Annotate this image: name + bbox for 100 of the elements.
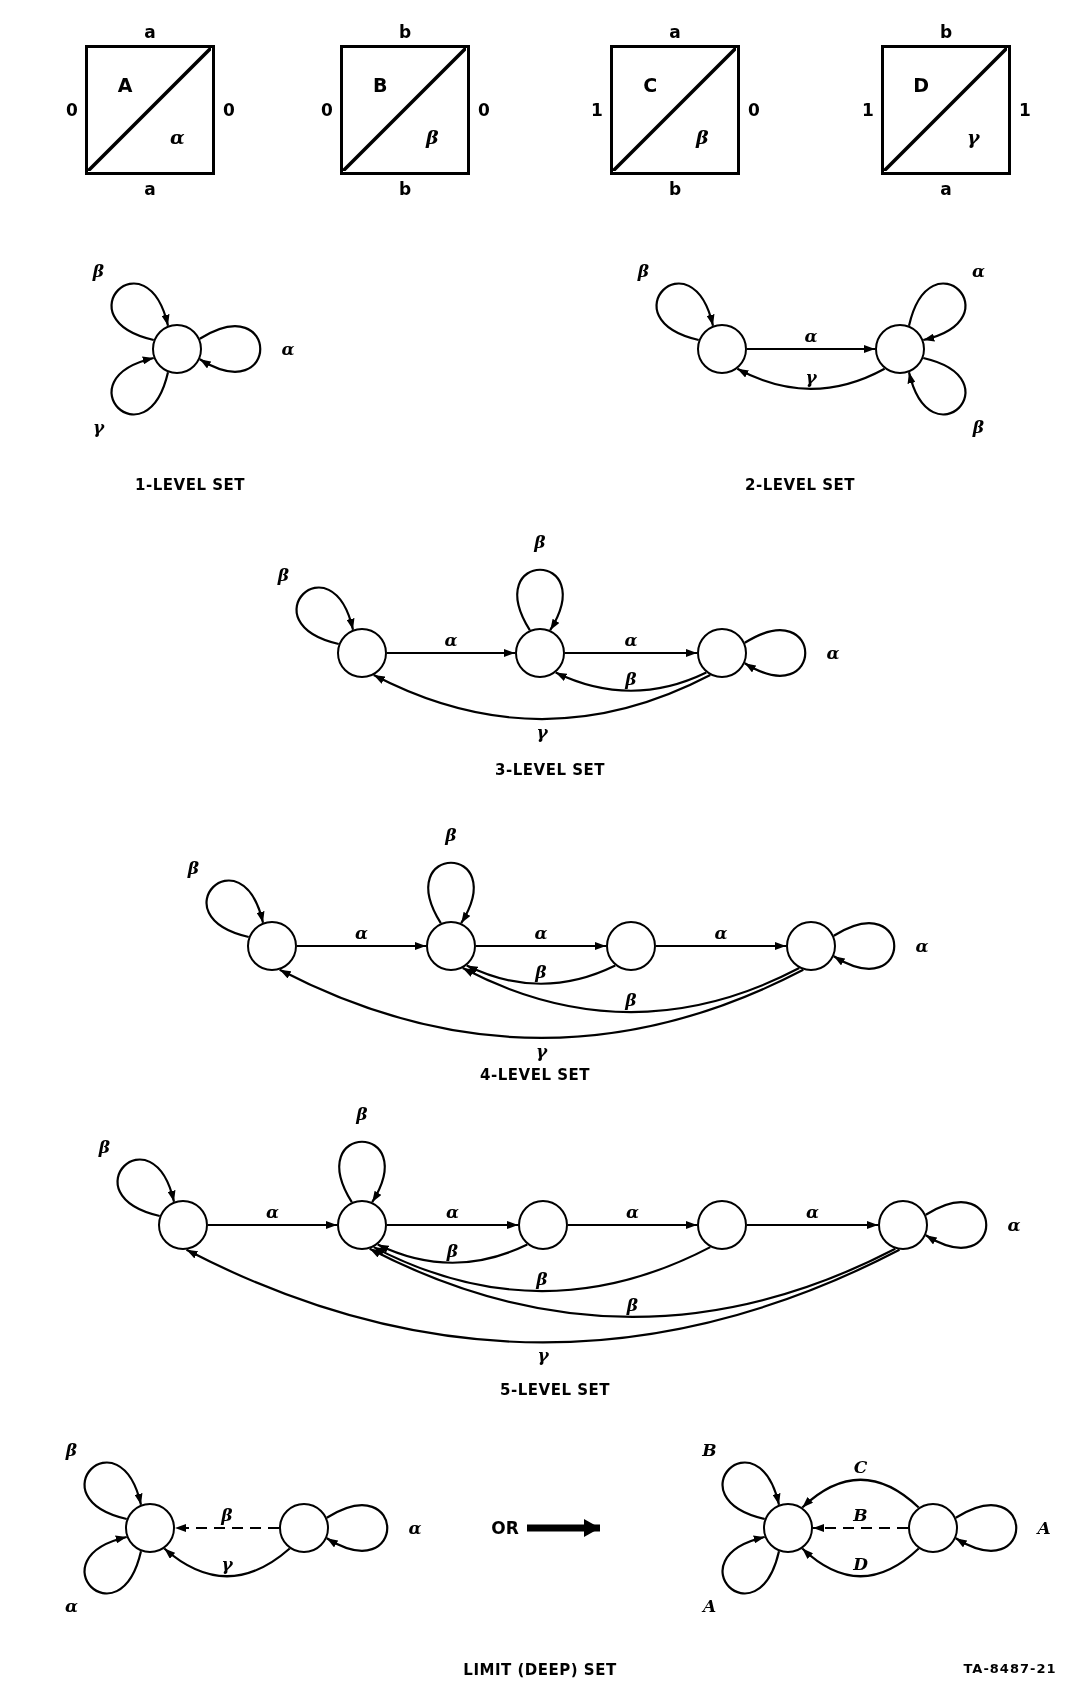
state-circle xyxy=(158,1200,208,1250)
arrow xyxy=(373,1246,711,1293)
loop-arrow xyxy=(83,1461,143,1521)
arrow xyxy=(279,968,804,1039)
arrow xyxy=(377,1243,528,1264)
edge-label: β xyxy=(185,858,202,877)
loop-arrow xyxy=(83,1535,143,1595)
loop-arrow xyxy=(326,1504,389,1552)
side-label: b xyxy=(668,179,682,199)
figure-id: TA-8487-21 xyxy=(963,1660,1057,1676)
side-label: 1 xyxy=(591,100,603,120)
arrow xyxy=(387,649,515,657)
edge-label: β xyxy=(275,565,292,584)
arrow xyxy=(369,1247,896,1318)
arrow xyxy=(466,964,616,985)
edge-label: β xyxy=(635,261,652,280)
state-circle xyxy=(878,1200,928,1250)
arrow xyxy=(208,1221,337,1229)
edge-label: β xyxy=(624,1295,641,1314)
tile-symbol: β xyxy=(425,126,439,149)
side-label: 1 xyxy=(862,100,874,120)
tile-letter: A xyxy=(117,74,133,97)
set-caption: 3-LEVEL SET xyxy=(495,761,605,779)
loop-arrow xyxy=(833,922,896,970)
loop-arrow xyxy=(110,282,170,342)
state-circle xyxy=(125,1503,175,1553)
arrow xyxy=(801,1547,920,1578)
state-circle xyxy=(786,921,836,971)
edge-label: β xyxy=(623,991,639,1010)
state-circle xyxy=(337,628,387,678)
arrow xyxy=(801,1478,920,1509)
loop-arrow xyxy=(907,282,967,342)
tile-symbol: γ xyxy=(967,126,980,149)
loop-arrow xyxy=(116,1158,176,1218)
state-circle xyxy=(247,921,297,971)
loop-arrow xyxy=(955,1504,1018,1552)
loop-arrow xyxy=(338,1140,386,1203)
arrow xyxy=(568,1221,697,1229)
side-label: a xyxy=(669,22,681,42)
arrow xyxy=(387,1221,518,1229)
tile-symbol: β xyxy=(695,126,709,149)
side-label: 0 xyxy=(478,100,490,120)
loop-arrow xyxy=(907,356,967,416)
side-label: b xyxy=(398,22,412,42)
arrow xyxy=(813,1524,908,1532)
state-circle xyxy=(908,1503,958,1553)
arrow xyxy=(373,674,711,721)
arrow xyxy=(175,1524,279,1532)
loop-arrow xyxy=(925,1201,988,1249)
loop-arrow xyxy=(427,861,475,924)
edge-label: A xyxy=(1035,1519,1053,1537)
edge-label: β xyxy=(63,1440,80,1459)
edge-label: β xyxy=(533,962,549,981)
loop-arrow xyxy=(205,879,265,939)
set-caption: 1-LEVEL SET xyxy=(135,476,245,494)
set-caption: LIMIT (DEEP) SET xyxy=(463,1661,617,1679)
set-caption: 5-LEVEL SET xyxy=(500,1381,610,1399)
loop-arrow xyxy=(516,568,564,631)
tile-symbol: α xyxy=(169,126,185,149)
loop-arrow xyxy=(110,356,170,416)
arrow xyxy=(186,1248,900,1344)
edge-label: β xyxy=(90,261,107,280)
edge-label: β xyxy=(444,1241,461,1260)
state-circle xyxy=(279,1503,329,1553)
state-circle xyxy=(426,921,476,971)
connector-word: OR xyxy=(491,1518,519,1538)
arrow xyxy=(163,1547,291,1578)
arrow xyxy=(747,345,875,353)
side-label: 0 xyxy=(321,100,333,120)
loop-arrow xyxy=(295,586,355,646)
loop-arrow xyxy=(199,325,262,373)
side-label: 0 xyxy=(223,100,235,120)
state-circle xyxy=(518,1200,568,1250)
arrow xyxy=(555,671,707,692)
side-label: 0 xyxy=(748,100,760,120)
side-label: b xyxy=(939,22,953,42)
arrow xyxy=(476,942,606,950)
edge-label: β xyxy=(443,826,459,844)
state-circle xyxy=(697,1200,747,1250)
edge-label: β xyxy=(532,533,548,551)
state-circle xyxy=(697,628,747,678)
side-label: b xyxy=(398,179,412,199)
loop-arrow xyxy=(744,629,807,677)
edge-label: β xyxy=(534,1270,550,1289)
set-caption: 4-LEVEL SET xyxy=(480,1066,590,1084)
state-circle xyxy=(875,324,925,374)
state-circle xyxy=(515,628,565,678)
tile-letter: D xyxy=(913,74,930,97)
edge-label: B xyxy=(851,1506,870,1524)
side-label: a xyxy=(940,179,952,199)
state-circle xyxy=(337,1200,387,1250)
arrow xyxy=(565,649,697,657)
tile-letter: B xyxy=(372,74,388,97)
tile-letter: C xyxy=(643,74,658,97)
loop-arrow xyxy=(655,282,715,342)
arrow xyxy=(297,942,426,950)
state-circle xyxy=(763,1503,813,1553)
loop-arrow xyxy=(721,1461,781,1521)
arrow xyxy=(747,1221,878,1229)
edge-label: β xyxy=(970,418,987,437)
